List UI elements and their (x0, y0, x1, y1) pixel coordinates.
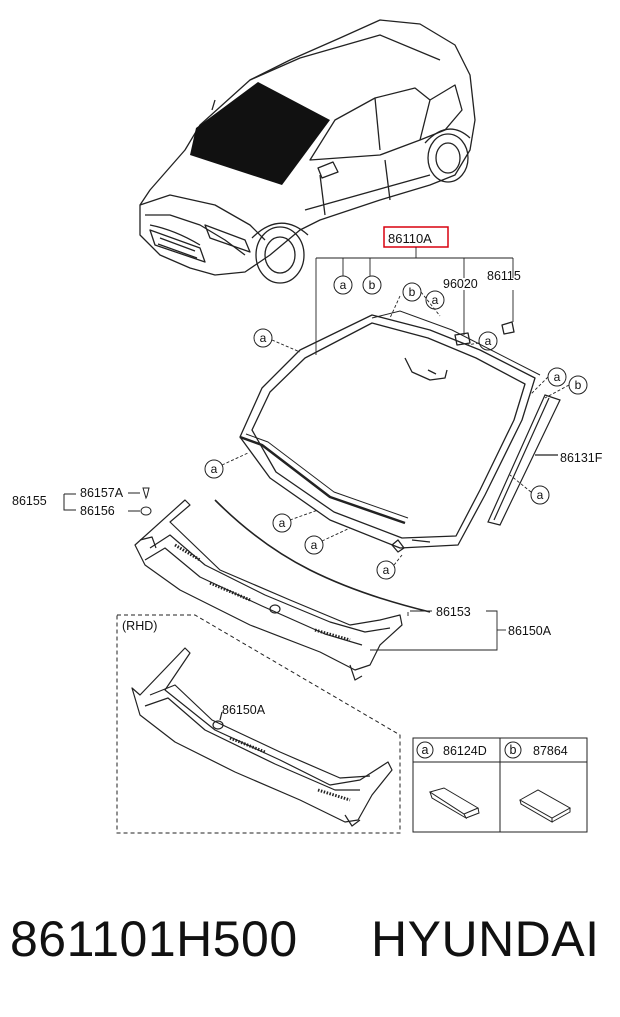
callout-a (478, 331, 498, 351)
footer: 861101H500 HYUNDAI (0, 900, 620, 1017)
callout-a-letter: a (260, 331, 267, 345)
callout-b-letter: b (409, 285, 416, 299)
callout-a-letter: a (279, 516, 286, 530)
rhd-box (116, 614, 401, 834)
legend-callout-b (504, 741, 522, 759)
callout-a-letter: a (211, 462, 218, 476)
callout-a-letter: a (340, 278, 347, 292)
clip-parts (63, 487, 152, 516)
legend-table (412, 737, 588, 833)
label-86150A: 86150A (508, 624, 552, 638)
callout-a (253, 328, 273, 348)
callout-b-letter: b (575, 378, 582, 392)
legend-callout-a (416, 741, 434, 759)
part-87864-image (518, 789, 572, 823)
label-86157A: 86157A (80, 486, 124, 500)
cowl-panel-lhd (134, 499, 403, 681)
main-part-label: 86110A (388, 231, 432, 246)
callout-a-letter: a (485, 334, 492, 348)
legend-a-part: 86124D (443, 744, 487, 758)
windshield-glass (239, 314, 536, 553)
label-86150A-rhd: 86150A (222, 703, 266, 717)
cowl-panel-rhd (131, 647, 393, 827)
legend-a-letter: a (422, 743, 429, 757)
callout-a (304, 535, 324, 555)
label-86156: 86156 (80, 504, 115, 518)
parts-diagram: 86110A a b b a a a a b (12, 19, 603, 834)
callout-a-letter: a (554, 370, 561, 384)
callout-a-letter: a (537, 488, 544, 502)
callout-a-letter: a (311, 538, 318, 552)
callout-a-letter: a (383, 563, 390, 577)
car-windshield-highlight (190, 82, 330, 185)
callout-a (272, 513, 292, 533)
label-rhd: (RHD) (122, 619, 157, 633)
side-molding-86131F (487, 394, 561, 526)
callout-a (204, 459, 224, 479)
callout-a (376, 560, 396, 580)
label-86115: 86115 (487, 269, 521, 283)
part-86124D-image (428, 787, 480, 820)
top-molding (371, 310, 541, 376)
weather-strip-86153 (214, 499, 431, 613)
callout-a (333, 275, 353, 295)
callout-b-letter: b (369, 278, 376, 292)
callout-a-letter: a (432, 293, 439, 307)
label-86155: 86155 (12, 494, 47, 508)
callout-a (530, 485, 550, 505)
label-86153: 86153 (436, 605, 471, 619)
label-96020: 96020 (443, 277, 478, 291)
label-86131F: 86131F (560, 451, 603, 465)
callout-b (362, 275, 382, 295)
legend-b-part: 87864 (533, 744, 568, 758)
brand-name: HYUNDAI (371, 911, 600, 967)
part-number: 861101H500 (10, 911, 298, 967)
legend-b-letter: b (510, 743, 517, 757)
car-illustration (139, 19, 476, 284)
